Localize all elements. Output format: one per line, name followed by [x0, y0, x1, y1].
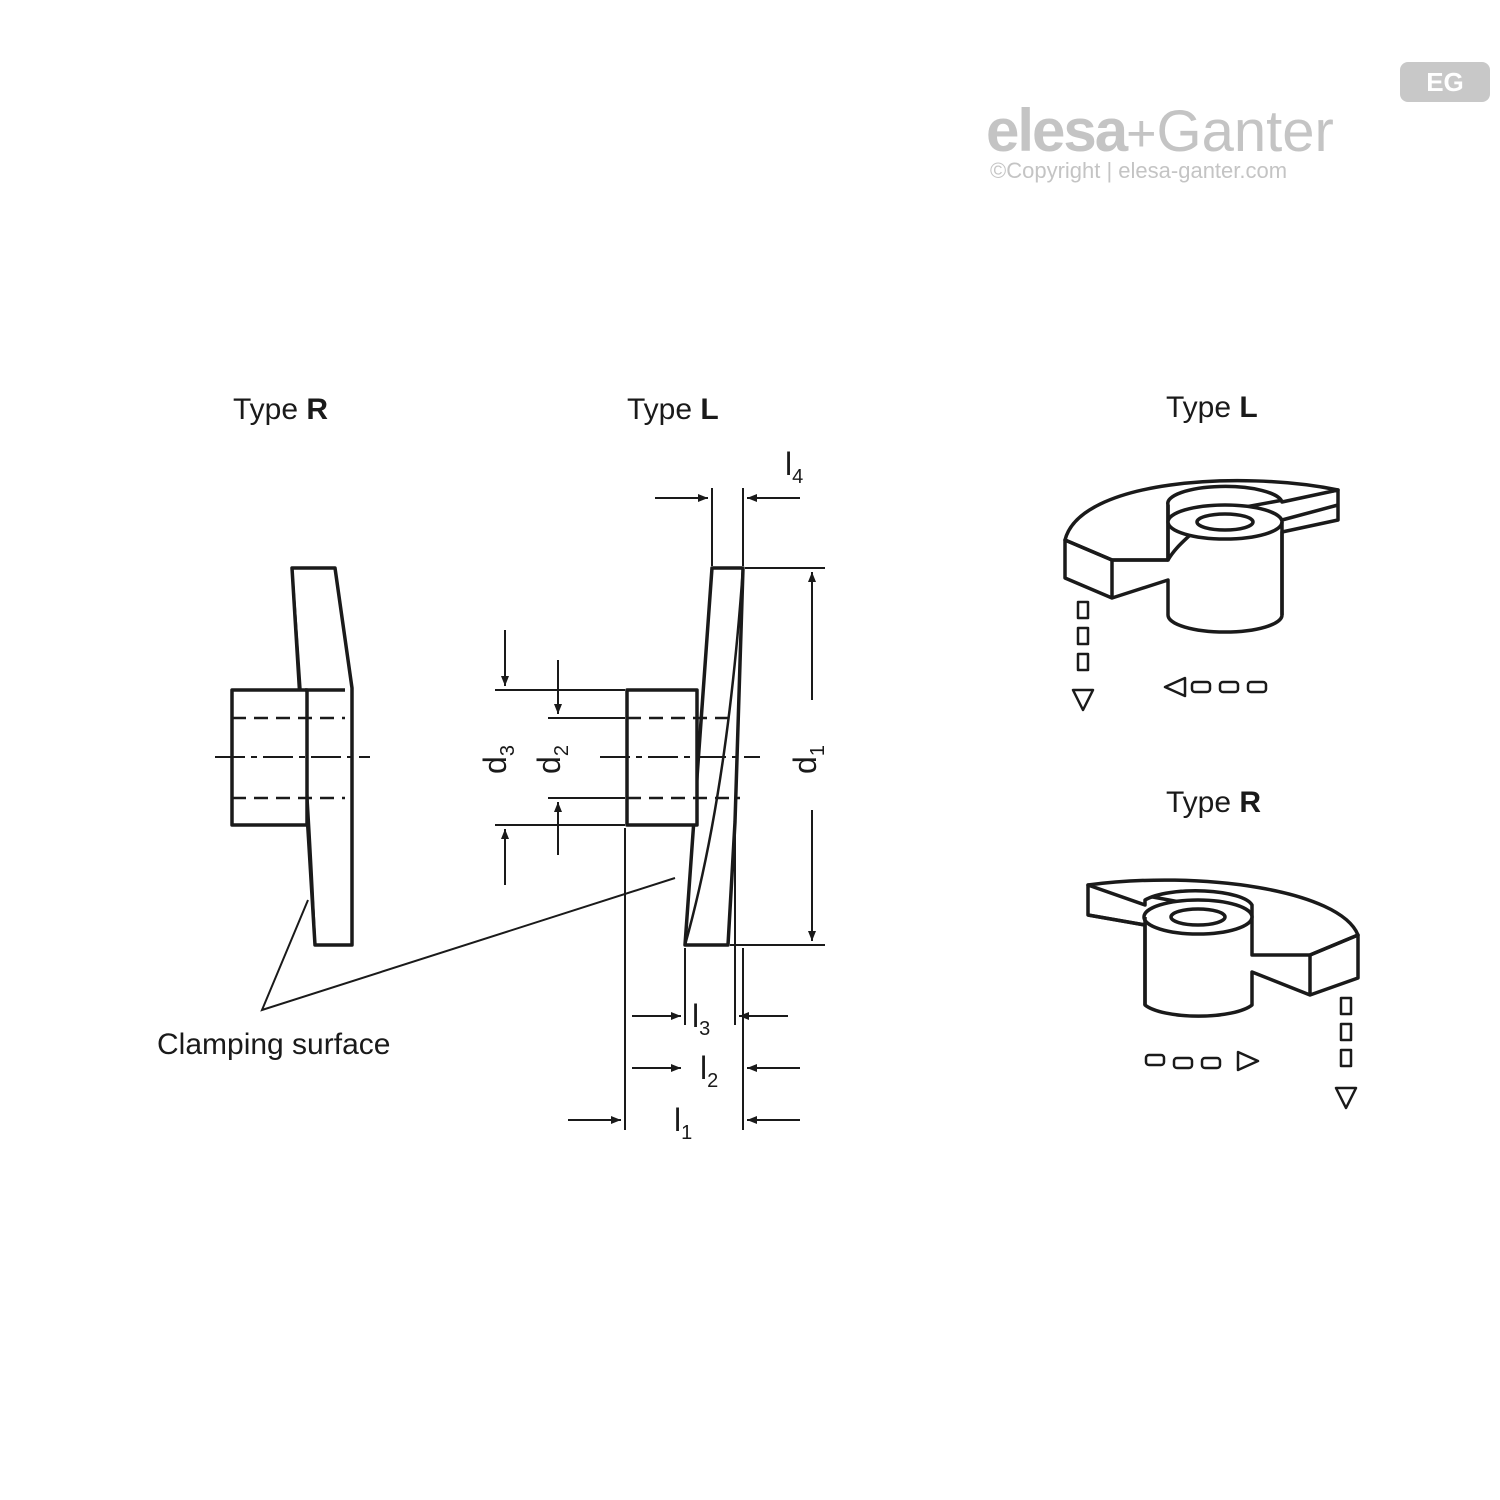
side-view-type-l	[600, 566, 760, 947]
logo-name-text: Ganter	[1156, 99, 1334, 164]
label-iso-type-r: Type R	[1166, 786, 1261, 820]
type-word: Type	[233, 393, 299, 426]
clamping-surface-label: Clamping surface	[157, 1028, 391, 1061]
dim-sub: 2	[550, 745, 573, 757]
iso-view-type-l	[1063, 478, 1340, 712]
dim-sub: 4	[792, 466, 804, 488]
type-letter: R	[306, 393, 329, 426]
dim-sub: 3	[699, 1018, 711, 1040]
dim-sub: 1	[806, 745, 829, 757]
dim-l1-label: l1	[674, 1102, 692, 1145]
type-word: Type	[627, 393, 693, 426]
dim-l2-label: l2	[700, 1050, 718, 1093]
dimension-lines	[495, 488, 825, 1130]
label-iso-type-l: Type L	[1166, 391, 1258, 425]
dim-base: l	[785, 446, 793, 482]
type-letter: L	[700, 393, 719, 426]
dim-d1-label: d1	[787, 745, 830, 774]
dim-base: l	[674, 1102, 682, 1138]
dim-d2-label: d2	[531, 745, 574, 774]
side-view-type-r	[215, 566, 370, 947]
dim-sub: 1	[681, 1122, 693, 1144]
logo-brand-text: elesa	[986, 97, 1128, 164]
type-word: Type	[1166, 786, 1232, 819]
dim-base: d	[786, 756, 823, 774]
dim-l3-label: l3	[692, 998, 710, 1041]
copyright-text: ©Copyright | elesa-ganter.com	[990, 158, 1288, 183]
iso-view-type-r	[1086, 878, 1360, 1110]
logo-plus-text: +	[1126, 105, 1157, 163]
dim-l4-label: l4	[785, 446, 803, 489]
brand-logo: elesa+Ganter ©Copyright | elesa-ganter.c…	[986, 96, 1334, 183]
dim-sub: 3	[496, 745, 519, 757]
label-side-type-l: Type L	[627, 393, 719, 427]
clamping-leader-lines	[260, 877, 676, 1012]
dim-sub: 2	[707, 1070, 719, 1092]
type-letter: L	[1239, 391, 1258, 424]
dim-base: l	[700, 1050, 708, 1086]
label-side-type-r: Type R	[233, 393, 328, 427]
dim-base: d	[530, 756, 567, 774]
dim-base: l	[692, 998, 700, 1034]
eg-badge-logo: EG	[1400, 62, 1490, 102]
dim-base: d	[476, 756, 513, 774]
type-word: Type	[1166, 391, 1232, 424]
dim-d3-label: d3	[477, 745, 520, 774]
type-letter: R	[1239, 786, 1262, 819]
